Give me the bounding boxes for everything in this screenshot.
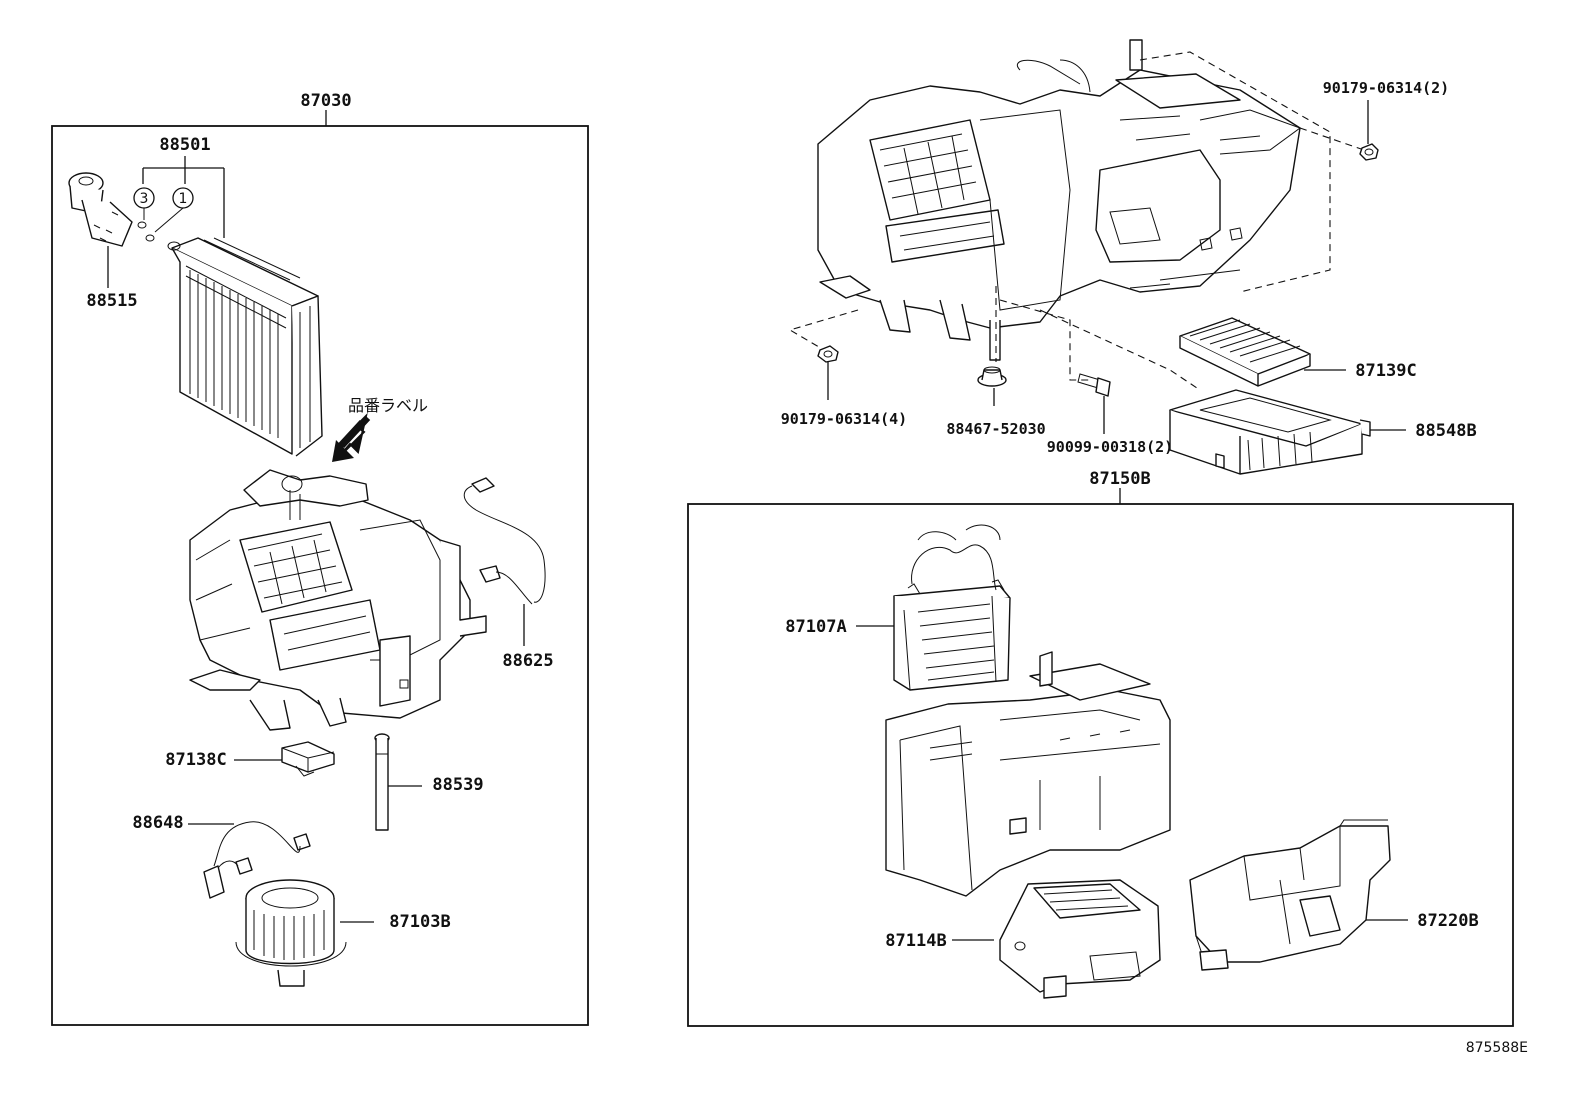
blower-case-87220b-drawing bbox=[1189, 819, 1391, 971]
grommet-88467-drawing bbox=[977, 366, 1007, 387]
label-marker-text: 品番ラベル bbox=[348, 396, 428, 415]
drawing-number: 875588E bbox=[1466, 1040, 1528, 1056]
heater-case-drawing bbox=[885, 651, 1171, 897]
nut-90179-top-drawing bbox=[1359, 143, 1379, 161]
duct-87114b-drawing bbox=[999, 879, 1161, 999]
part-label-88548b[interactable]: 88548B bbox=[1415, 421, 1476, 441]
evaporator-drawing bbox=[167, 237, 323, 457]
part-label-87114b[interactable]: 87114B bbox=[885, 931, 946, 951]
air-filter-87139c-drawing bbox=[1179, 317, 1311, 387]
part-label-87107a[interactable]: 87107A bbox=[785, 617, 846, 637]
part-label-88515[interactable]: 88515 bbox=[86, 291, 137, 311]
part-label-87103b[interactable]: 87103B bbox=[389, 912, 450, 932]
part-label-90179-06314-2[interactable]: 90179-06314(2) bbox=[1323, 79, 1449, 97]
part-label-87139c[interactable]: 87139C bbox=[1355, 361, 1416, 381]
cooling-unit-housing-drawing bbox=[189, 469, 487, 731]
part-label-90099-00318-2[interactable]: 90099-00318(2) bbox=[1047, 438, 1173, 456]
actuator-87138c-drawing bbox=[281, 741, 335, 777]
tube-88539-drawing bbox=[374, 733, 390, 831]
assembly-87030-frame bbox=[51, 125, 589, 1026]
heater-cooling-unit-drawing bbox=[817, 39, 1302, 361]
part-label-87220b[interactable]: 87220B bbox=[1417, 911, 1478, 931]
filter-case-88548b-drawing bbox=[1169, 389, 1371, 475]
wire-harness-88625-drawing bbox=[463, 477, 546, 605]
part-label-88501[interactable]: 88501 bbox=[159, 135, 210, 155]
wire-harness-88648-drawing bbox=[203, 821, 311, 899]
assembly-87030-label[interactable]: 87030 bbox=[300, 91, 351, 111]
nut-90179-bottom-drawing bbox=[817, 345, 839, 363]
o-ring-marker-3-text: 3 bbox=[140, 191, 149, 207]
o-ring-marker-1-text: 1 bbox=[179, 191, 188, 207]
blower-motor-87103b-drawing bbox=[235, 879, 347, 987]
part-label-88625[interactable]: 88625 bbox=[502, 651, 553, 671]
screw-90099-drawing bbox=[1077, 373, 1111, 397]
part-label-87138c[interactable]: 87138C bbox=[165, 750, 226, 770]
expansion-valve-drawing bbox=[68, 172, 133, 247]
heater-core-87107a-drawing bbox=[893, 524, 1011, 691]
assembly-87150b-frame bbox=[687, 503, 1514, 1027]
assembly-87150b-label[interactable]: 87150B bbox=[1089, 469, 1150, 489]
part-label-88648[interactable]: 88648 bbox=[132, 813, 183, 833]
part-label-88539[interactable]: 88539 bbox=[432, 775, 483, 795]
part-label-88467-52030[interactable]: 88467-52030 bbox=[946, 420, 1045, 438]
part-label-90179-06314-4[interactable]: 90179-06314(4) bbox=[781, 410, 907, 428]
